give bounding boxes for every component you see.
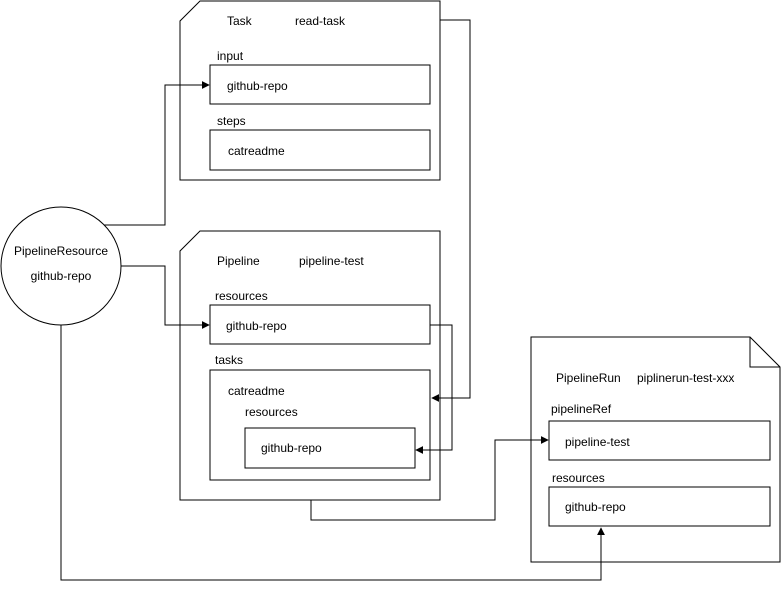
pipeline-task-name: catreadme <box>228 384 285 398</box>
pipeline-task-resources-label: resources <box>245 405 298 419</box>
pipeline-resources-value: github-repo <box>226 319 287 333</box>
task-input-label: input <box>217 49 244 63</box>
pipeline-name-label: pipeline-test <box>299 254 364 268</box>
task-steps-value: catreadme <box>228 144 285 158</box>
pipelinerun-ref-box <box>548 420 771 461</box>
pipelinerun-resources-label: resources <box>552 471 605 485</box>
pipeline-resources-label: resources <box>215 289 268 303</box>
pipelinerun-resources-box <box>548 486 771 527</box>
task-steps-box <box>209 129 431 171</box>
pipelineresource-kind-label: PipelineResource <box>14 244 108 258</box>
pipelinerun-ref-label: pipelineRef <box>551 402 612 416</box>
pipelinerun-resources-value: github-repo <box>565 500 626 514</box>
task-input-value: github-repo <box>227 79 288 93</box>
pipeline-kind-label: Pipeline <box>217 254 260 268</box>
pipelinerun-card: PipelineRun piplinerun-test-xxx pipeline… <box>530 336 781 563</box>
connector-task-to-pipeline-tasks <box>431 19 471 402</box>
pipelineresource-node: PipelineResource github-repo <box>0 206 122 326</box>
connector-pipeline-resources-to-task-resources <box>415 324 453 454</box>
pipelinerun-kind-label: PipelineRun <box>556 371 621 385</box>
connector-resource-to-task-input <box>104 81 210 226</box>
task-kind-label: Task <box>227 14 253 28</box>
connector-resource-to-pipeline-resources <box>121 265 210 329</box>
pipeline-tasks-label: tasks <box>215 353 243 367</box>
pipeline-card: Pipeline pipeline-test resources github-… <box>179 230 441 501</box>
pipelinerun-name-label: piplinerun-test-xxx <box>637 371 734 385</box>
connector-resource-to-pipelinerun-resources <box>60 325 605 581</box>
pipelineresource-name-label: github-repo <box>31 269 92 283</box>
pipelinerun-ref-value: pipeline-test <box>565 435 630 449</box>
task-steps-label: steps <box>217 114 246 128</box>
pipeline-task-resources-box <box>244 427 416 469</box>
task-input-box <box>209 64 431 105</box>
pipelinerun-card-fold <box>749 337 780 368</box>
connector-pipeline-to-pipelinerun-ref <box>310 436 549 521</box>
pipeline-task-resources-value: github-repo <box>261 441 322 455</box>
connectors <box>60 19 605 581</box>
task-card: Task read-task input github-repo steps c… <box>179 0 441 181</box>
task-name-label: read-task <box>295 14 346 28</box>
pipelineresource-circle <box>0 206 122 326</box>
